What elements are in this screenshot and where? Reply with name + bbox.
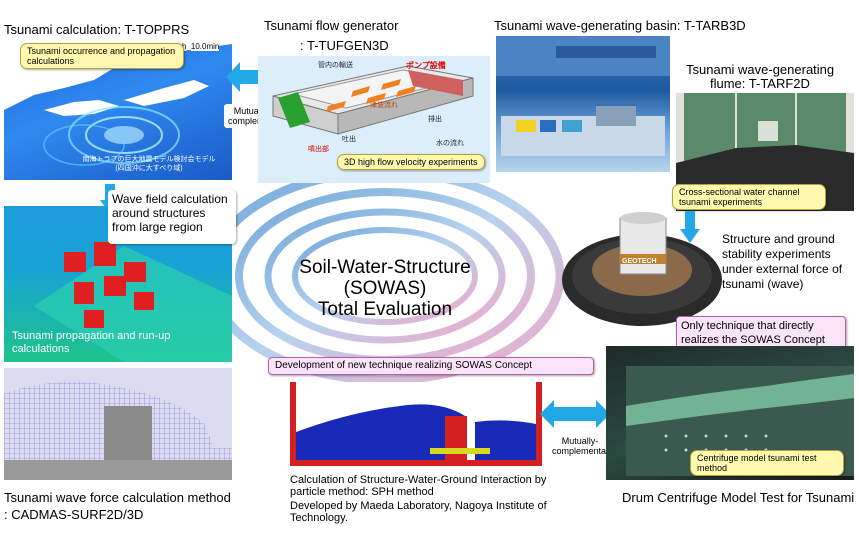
- centrifuge-model-label: Centrifuge model tsunami test method: [690, 450, 844, 476]
- drain-label: 排出: [428, 116, 442, 123]
- centrifuge-image: GEOTECH: [560, 210, 725, 332]
- sph-image: [290, 382, 542, 466]
- geotech-label: GEOTECH: [622, 258, 657, 265]
- double-arrow-icon: [540, 400, 610, 428]
- tarb-title: Tsunami wave-generating basin: T-TARB3D: [494, 18, 746, 33]
- sowas-center-text: Soil-Water-Structure (SOWAS) Total Evalu…: [285, 257, 485, 320]
- tufgen-title-line1: Tsunami flow generator: [264, 18, 399, 33]
- sowas-line1: Soil-Water-Structure: [299, 257, 471, 278]
- exit-label: 噴出部: [308, 146, 329, 153]
- wave-field-text: Wave field calculation around structures…: [112, 192, 228, 234]
- wave-basin-graphic: [496, 36, 670, 156]
- centrifuge-graphic: [562, 212, 722, 326]
- sowas-line2: (SOWAS): [343, 278, 427, 299]
- wave-field-label: Wave field calculation around structures…: [108, 190, 236, 244]
- high-flow-label: 3D high flow velocity experiments: [337, 154, 485, 170]
- occurrence-label: Tsunami occurrence and propagation calcu…: [20, 43, 184, 69]
- cross-section-label: Cross-sectional water channel tsunami ex…: [672, 184, 826, 210]
- sph-caption: Calculation of Structure-Water-Ground In…: [290, 474, 547, 498]
- down-arrow-icon: [680, 211, 700, 243]
- map-caption-line2: (四国沖に大すべり域): [115, 165, 183, 172]
- pipe-label: 管内の輸送: [318, 62, 353, 69]
- structure-ground-label: Structure and ground stability experimen…: [722, 232, 843, 291]
- tarf-title-line1: Tsunami wave-generating: [686, 62, 835, 77]
- cadmas-title-line1: Tsunami wave force calculation method: [4, 490, 231, 505]
- map-time-label: h_10.0min: [182, 42, 220, 51]
- development-label: Development of new technique realizing S…: [268, 357, 594, 375]
- mutually-complementary-bottom: Mutually-complementary: [552, 436, 614, 456]
- map-caption: 南海トラフの巨大地震モデル検討会モデル (四国沖に大すべり域): [74, 155, 224, 173]
- map-caption-line1: 南海トラフの巨大地震モデル検討会モデル: [82, 156, 216, 163]
- cadmas-title-line2: : CADMAS-SURF2D/3D: [4, 507, 144, 522]
- drum-title: Drum Centrifuge Model Test for Tsunami: [622, 490, 855, 505]
- run-up-label: Tsunami propagation and run-up calculati…: [12, 330, 171, 355]
- cadmas-image: [4, 368, 232, 480]
- discharge-label: 吐出: [342, 136, 356, 143]
- wave-basin-image: [496, 36, 670, 172]
- tarf-title-line2: flume: T-TARF2D: [710, 76, 810, 91]
- cadmas-graphic: [4, 368, 232, 480]
- pump-label: ポンプ設備: [406, 61, 446, 70]
- sowas-line3: Total Evaluation: [317, 299, 453, 320]
- wave-flow-label: 津波流れ: [370, 102, 398, 109]
- only-technique-label: Only technique that directly realizes th…: [676, 316, 846, 350]
- sph-graphic: [290, 382, 542, 466]
- topprs-title: Tsunami calculation: T-TOPPRS: [4, 22, 190, 37]
- water-flow-label: 水の流れ: [436, 140, 464, 147]
- maeda-caption: Developed by Maeda Laboratory, Nagoya In…: [290, 500, 547, 524]
- wave-field-graphic: [34, 242, 232, 362]
- flow-generator-graphic: [272, 65, 474, 135]
- tufgen-title-line2: : T-TUFGEN3D: [300, 38, 389, 53]
